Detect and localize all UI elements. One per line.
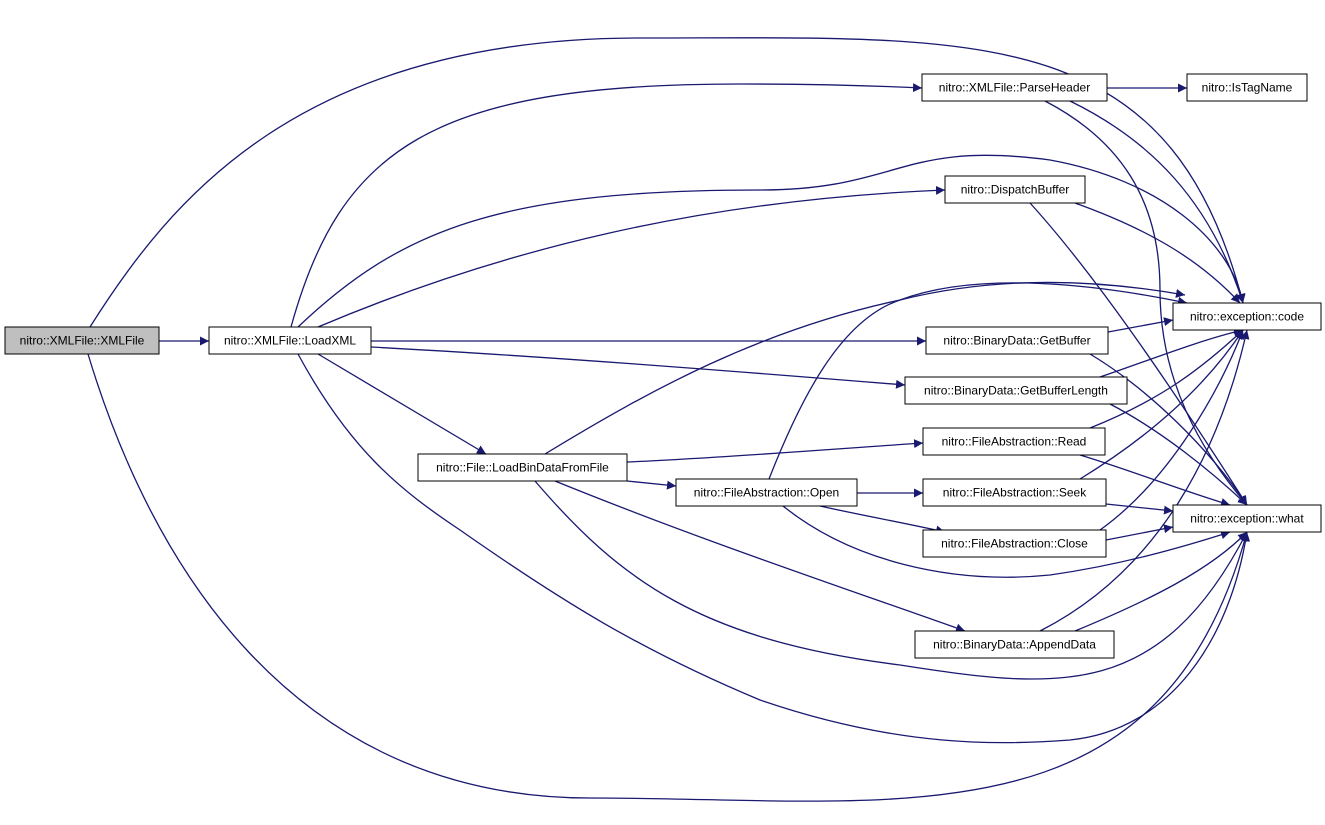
- edge-close-to-code: [1099, 329, 1244, 531]
- node-open[interactable]: nitro::FileAbstraction::Open: [675, 478, 858, 507]
- edge-open-to-code: [768, 282, 1188, 480]
- node-box-getbuffer[interactable]: [925, 326, 1109, 355]
- edge-loadbindata-to-read: [626, 439, 924, 463]
- node-box-appenddata[interactable]: [914, 630, 1115, 659]
- edge-open-to-close: [819, 505, 946, 535]
- node-getbufferlength[interactable]: nitro::BinaryData::GetBufferLength: [904, 376, 1128, 405]
- node-box-code[interactable]: [1172, 302, 1322, 331]
- edge-dispatchbuffer-to-what: [1029, 202, 1248, 506]
- edge-loadxml-to-loadbindata: [317, 353, 487, 455]
- node-dispatchbuffer[interactable]: nitro::DispatchBuffer: [944, 175, 1086, 204]
- node-parseheader[interactable]: nitro::XMLFile::ParseHeader: [921, 73, 1108, 102]
- edge-read-to-code: [1089, 329, 1244, 429]
- node-istagname[interactable]: nitro::IsTagName: [1186, 73, 1308, 102]
- edge-loadxml-to-dispatchbuffer: [317, 185, 946, 328]
- edge-loadbindata-to-appenddata: [554, 480, 966, 633]
- edges: [87, 37, 1251, 802]
- node-box-loadbindata[interactable]: [417, 453, 628, 482]
- node-label-close: nitro::FileAbstraction::Close: [941, 537, 1088, 551]
- node-box-what[interactable]: [1172, 504, 1322, 533]
- edge-getbuffer-to-code: [1107, 317, 1174, 333]
- node-box-open[interactable]: [675, 478, 858, 507]
- node-label-seek: nitro::FileAbstraction::Seek: [943, 486, 1087, 500]
- node-label-parseheader: nitro::XMLFile::ParseHeader: [939, 81, 1090, 95]
- edge-seek-to-code: [1079, 329, 1244, 480]
- node-loadbindata[interactable]: nitro::File::LoadBinDataFromFile: [417, 453, 628, 482]
- edge-getbufferlength-to-code: [1099, 327, 1244, 378]
- node-code[interactable]: nitro::exception::code: [1172, 302, 1322, 331]
- node-getbuffer[interactable]: nitro::BinaryData::GetBuffer: [925, 326, 1109, 355]
- edge-loadxml-to-what: [297, 353, 1251, 744]
- node-box-parseheader[interactable]: [921, 73, 1108, 102]
- node-xmlfile[interactable]: nitro::XMLFile::XMLFile: [4, 326, 160, 355]
- node-what[interactable]: nitro::exception::what: [1172, 504, 1322, 533]
- node-label-istagname: nitro::IsTagName: [1202, 81, 1293, 95]
- edge-parseheader-to-code: [1069, 100, 1245, 304]
- edge-dispatchbuffer-to-code: [1074, 202, 1241, 304]
- edge-loadbindata-to-open: [626, 480, 677, 490]
- node-box-seek[interactable]: [922, 478, 1107, 507]
- edge-loadxml-to-code: [297, 154, 1246, 328]
- edge-loadxml-to-parseheader: [290, 83, 923, 328]
- node-label-xmlfile: nitro::XMLFile::XMLFile: [20, 334, 145, 348]
- node-read[interactable]: nitro::FileAbstraction::Read: [922, 427, 1106, 456]
- node-label-what: nitro::exception::what: [1190, 512, 1304, 526]
- node-label-loadxml: nitro::XMLFile::LoadXML: [224, 334, 356, 348]
- edge-getbufferlength-to-what: [1109, 403, 1248, 506]
- edge-seek-to-what: [1105, 503, 1174, 515]
- edge-parseheader-to-what: [1044, 100, 1248, 506]
- nodes: nitro::XMLFile::XMLFile nitro::XMLFile::L…: [4, 73, 1322, 659]
- node-loadxml[interactable]: nitro::XMLFile::LoadXML: [208, 326, 372, 355]
- edge-close-to-what: [1105, 524, 1174, 541]
- node-box-getbufferlength[interactable]: [904, 376, 1128, 405]
- node-label-getbuffer: nitro::BinaryData::GetBuffer: [943, 334, 1090, 348]
- node-box-dispatchbuffer[interactable]: [944, 175, 1086, 204]
- node-label-loadbindata: nitro::File::LoadBinDataFromFile: [436, 461, 609, 475]
- node-box-xmlfile[interactable]: [4, 326, 160, 355]
- edge-loadxml-to-getbufferlength: [370, 346, 906, 389]
- node-label-code: nitro::exception::code: [1190, 310, 1304, 324]
- node-label-getbufferlength: nitro::BinaryData::GetBufferLength: [924, 384, 1108, 398]
- edge-appenddata-to-code: [1039, 329, 1250, 632]
- edge-xmlfile-to-code: [89, 37, 1246, 328]
- edge-read-to-what: [1079, 454, 1231, 507]
- node-box-loadxml[interactable]: [208, 326, 372, 355]
- edge-getbuffer-to-what: [1089, 353, 1248, 506]
- node-label-appenddata: nitro::BinaryData::AppendData: [933, 638, 1096, 652]
- node-seek[interactable]: nitro::FileAbstraction::Seek: [922, 478, 1107, 507]
- node-label-dispatchbuffer: nitro::DispatchBuffer: [961, 183, 1070, 197]
- node-appenddata[interactable]: nitro::BinaryData::AppendData: [914, 630, 1115, 659]
- edge-appenddata-to-what: [1074, 531, 1248, 632]
- node-box-istagname[interactable]: [1186, 73, 1308, 102]
- node-box-close[interactable]: [922, 529, 1107, 558]
- edge-open-to-what: [782, 505, 1231, 578]
- node-label-open: nitro::FileAbstraction::Open: [694, 486, 839, 500]
- node-close[interactable]: nitro::FileAbstraction::Close: [922, 529, 1107, 558]
- edge-loadbindata-to-what: [534, 480, 1248, 680]
- node-box-read[interactable]: [922, 427, 1106, 456]
- node-label-read: nitro::FileAbstraction::Read: [942, 435, 1087, 449]
- edge-xmlfile-to-what: [87, 353, 1249, 802]
